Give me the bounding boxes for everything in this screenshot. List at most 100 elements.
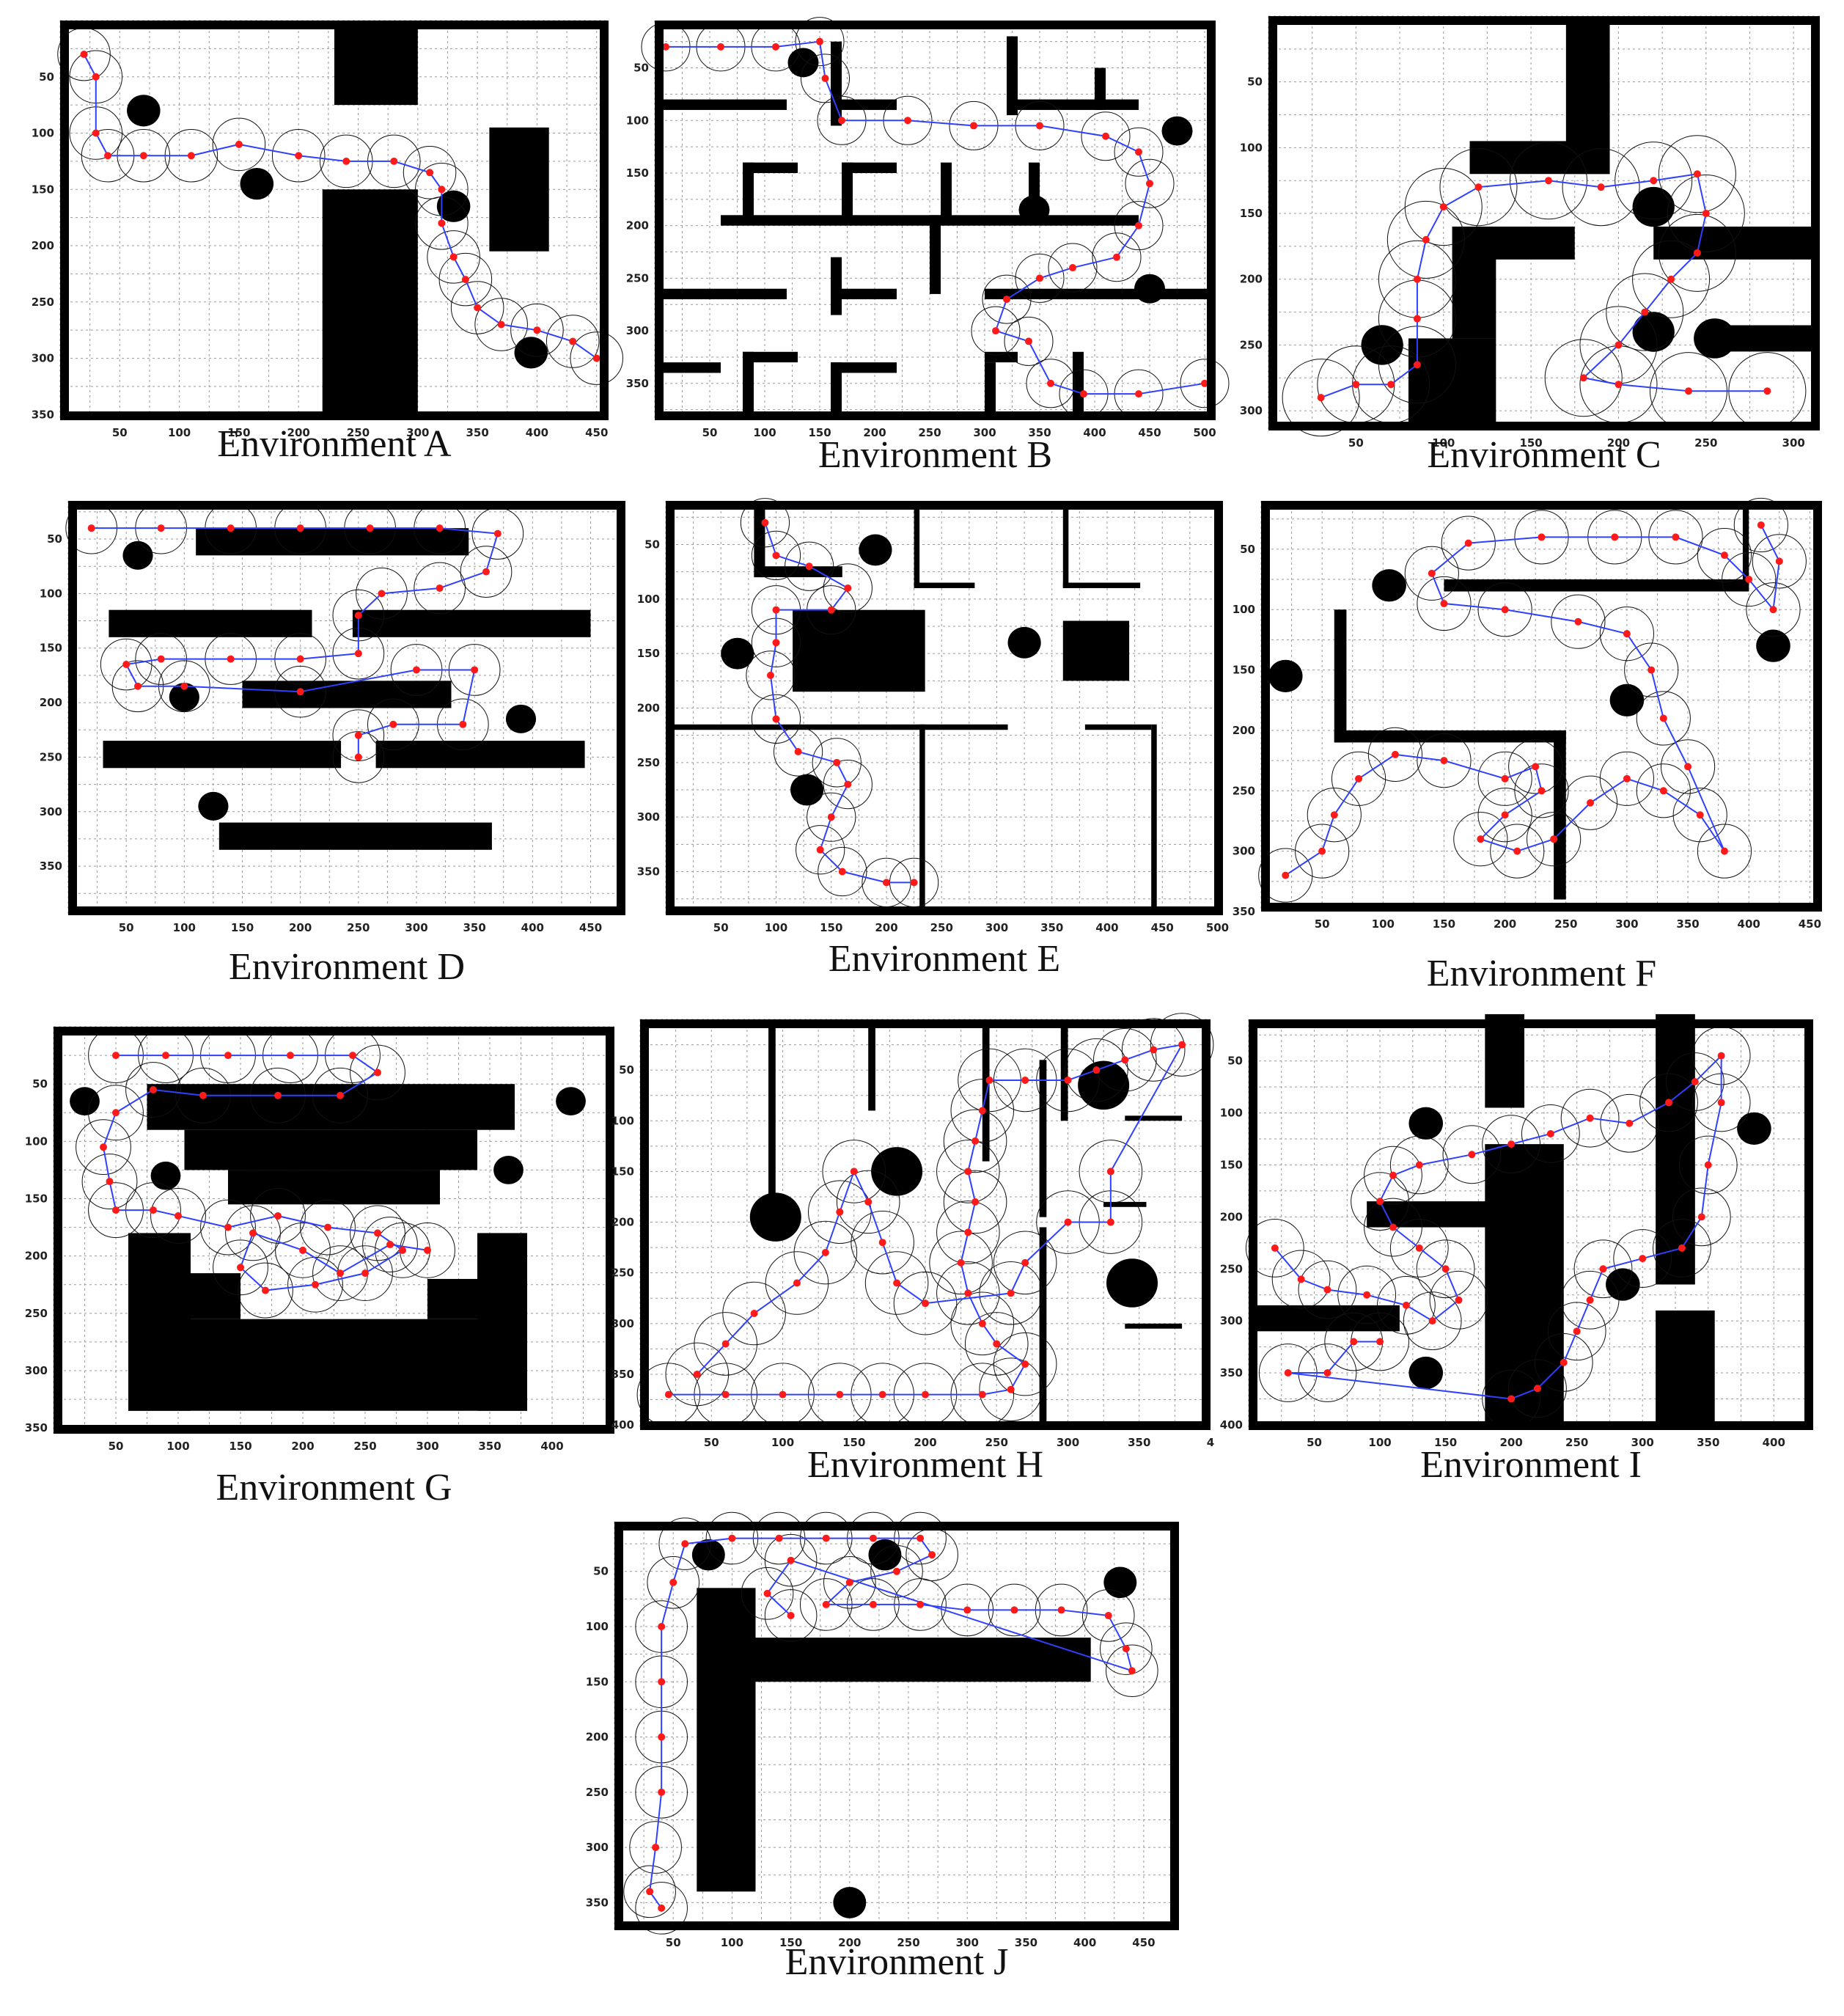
tree-edge [1707,1102,1722,1165]
y-tick-label: 50 [633,62,649,75]
x-tick-label: 250 [985,1436,1008,1449]
y-tick-label: 250 [25,1307,48,1320]
path-node [1064,1076,1072,1084]
path-node [150,1085,157,1093]
obstacle-disc [1268,659,1303,692]
tree-edge [661,1582,675,1627]
path-node [816,846,824,854]
tree-edge [1010,1363,1026,1390]
tree-edge [1138,183,1150,226]
clearance-circle [125,1062,181,1118]
path-node [775,1534,783,1542]
clearance-circle [740,498,790,548]
clearance-circle [950,1079,1015,1143]
x-tick-label: 100 [1372,917,1395,931]
obstacle-block [1062,582,1141,588]
path-node [1439,203,1447,211]
path-node [664,1390,672,1399]
clearance-circle [332,731,385,783]
y-tick-label: 300 [626,324,649,337]
clearance-circle [822,1140,886,1203]
tree-edge [1510,1388,1538,1400]
environment-caption: Environment H [807,1444,1044,1486]
path-node [180,682,188,690]
path-node [1615,341,1623,349]
tree-edge [1416,239,1427,279]
tree-edge [655,1792,663,1848]
x-tick-label: 100 [173,921,196,934]
path-node [378,590,386,598]
tree-edge [1419,1247,1447,1270]
path-node [134,682,142,690]
obstacle-block [427,1278,527,1319]
path-node [1697,1213,1705,1221]
x-tick-label: 100 [765,921,787,934]
x-tick-label: 450 [585,426,608,439]
tree-edge [1320,384,1356,399]
tree-edge [1326,1341,1355,1374]
x-tick-label: 400 [1083,426,1106,439]
x-tick-label: 250 [353,1440,376,1453]
obstacle-block [914,501,920,588]
obstacle-block [842,162,853,221]
path-node [1696,811,1704,819]
tree-edge [776,554,809,568]
map-border [68,501,625,915]
map-border [640,1019,1211,1430]
path-node [1745,576,1753,584]
path-node [1402,1301,1410,1309]
tree-edge [1109,1044,1183,1172]
path-node [978,1107,986,1115]
obstacle-block [655,288,787,300]
path-node [1007,1385,1015,1393]
clearance-circle [964,1312,1029,1376]
path-node [337,1091,344,1099]
tree-edge [769,642,777,676]
path-node [878,1239,886,1247]
clearance-circle [1632,240,1711,318]
obstacle-block [1742,501,1749,592]
clearance-circle [1482,1115,1541,1174]
tree-edge [967,1171,977,1203]
path-node [100,1143,107,1151]
clearance-circle [1636,763,1691,818]
x-tick-label: 300 [1782,436,1805,450]
clearance-circle [893,1271,958,1335]
clearance-circle [851,1210,914,1275]
map-border [666,501,1223,915]
y-tick-label: 100 [1220,1107,1243,1120]
tree-edge [302,1250,341,1274]
x-tick-label: 150 [842,1436,865,1449]
path-node [1665,1099,1673,1107]
path-node [1350,1338,1358,1346]
x-tick-label: 250 [1554,917,1577,931]
tree-edge [819,849,843,873]
clearance-circle [213,1239,268,1296]
obstacle-block [743,351,798,363]
x-tick-label: 400 [526,426,548,439]
obstacle-block [375,741,585,769]
tree-edge [1700,1165,1709,1217]
y-tick-label: 50 [32,1077,48,1091]
clearance-circle [546,315,600,368]
obstacle-disc [1161,116,1193,146]
tree-edge [358,593,383,616]
path-node [822,1600,830,1608]
clearance-circle [1477,582,1532,637]
path-node [1376,1338,1384,1346]
clearance-circle [1490,824,1545,879]
y-tick-label: 350 [32,408,54,421]
tree-edge [1510,1132,1551,1146]
obstacle-block [334,21,418,106]
path-node [1763,387,1771,395]
tree-edge [1696,213,1707,254]
y-tick-label: 150 [25,1192,48,1206]
path-node [1389,1171,1397,1179]
clearance-circle [1386,200,1465,279]
clearance-circle [1508,1359,1567,1418]
obstacle-block [128,1319,527,1411]
path-node [992,327,999,335]
path-node [1135,390,1142,398]
map-border [1261,501,1822,912]
clearance-circle [1331,751,1386,806]
